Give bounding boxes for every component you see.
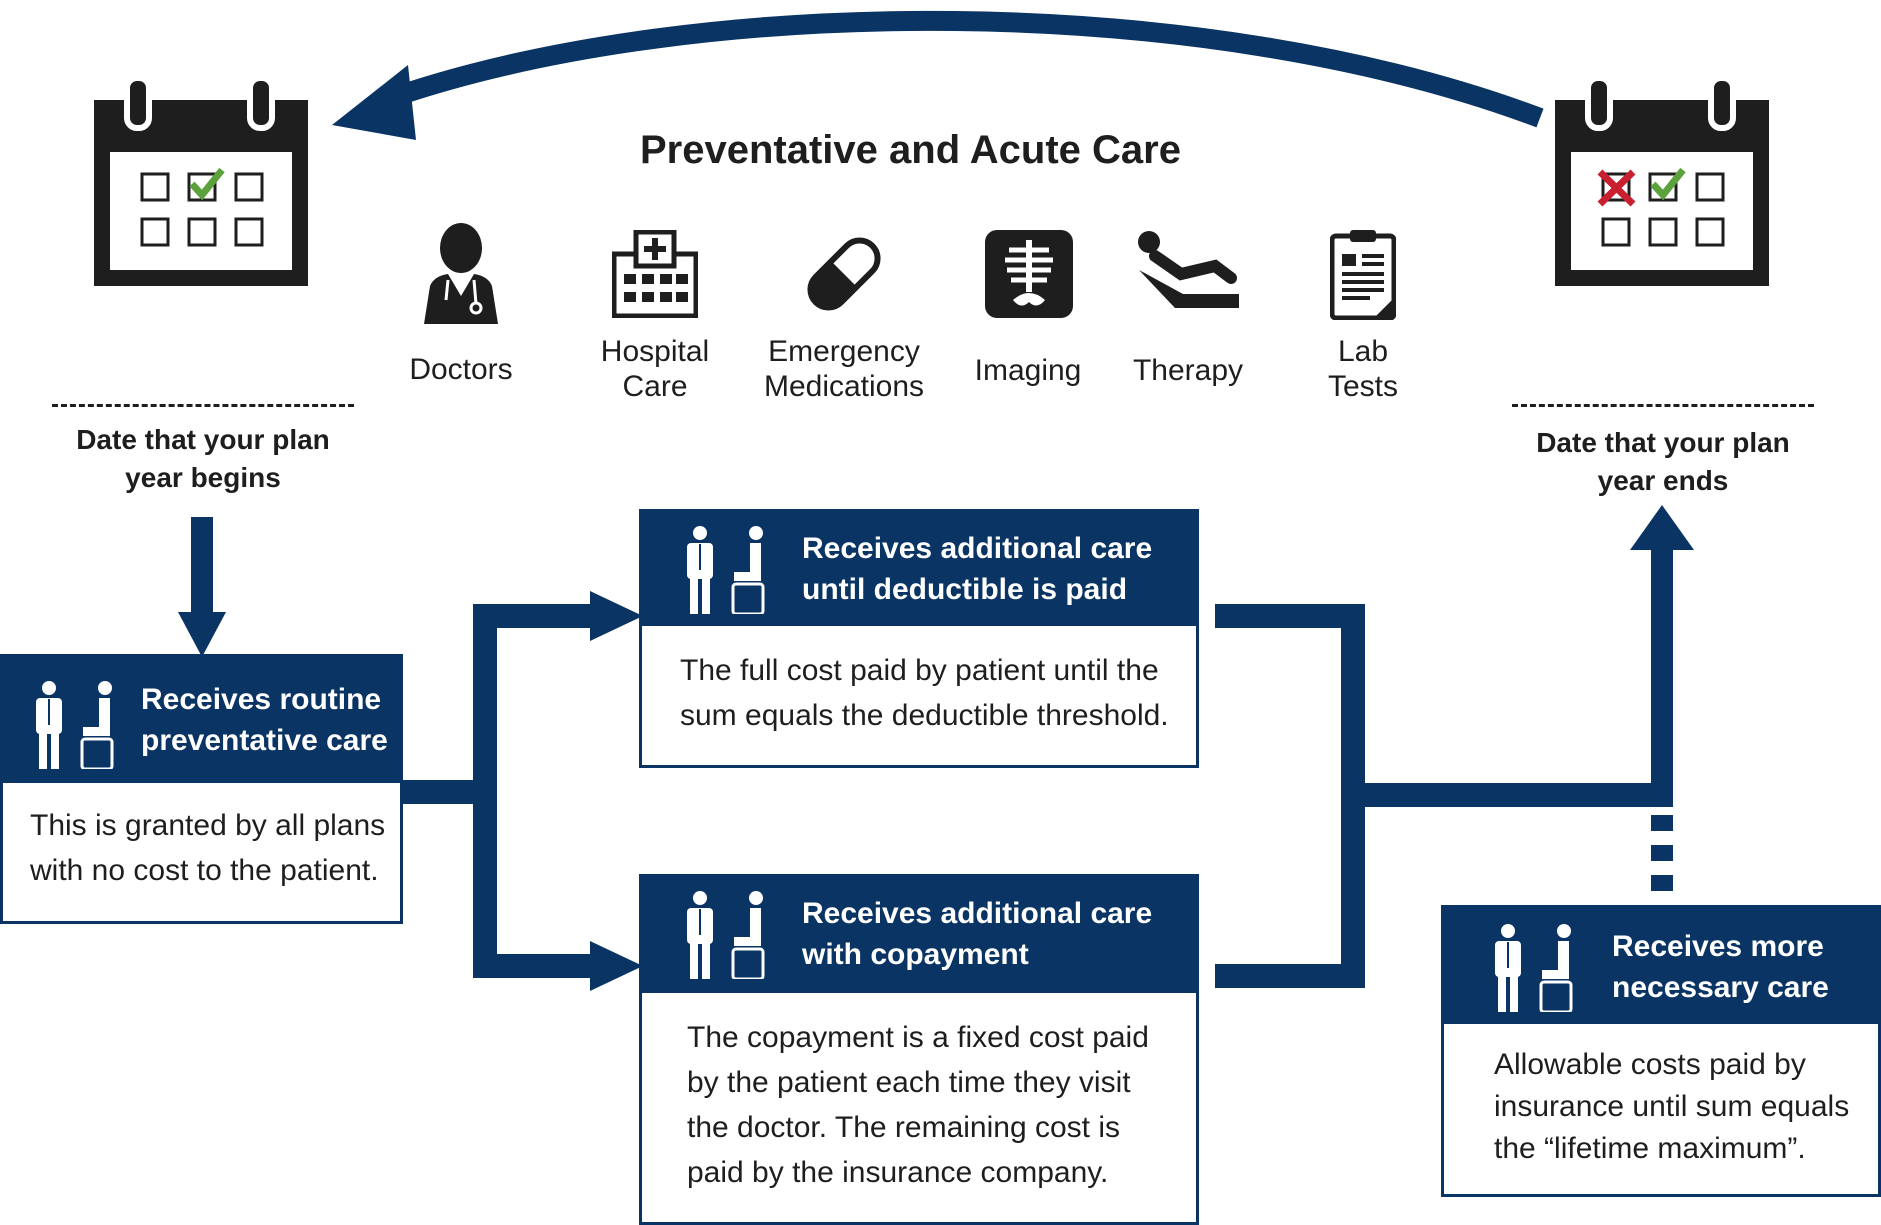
plan-end-label: Date that your plan year ends xyxy=(1536,427,1790,496)
doctor-patient-icon xyxy=(687,526,765,614)
necessary-care-header: Receives more necessary care xyxy=(1444,908,1878,1024)
deductible-care-description: The full cost paid by patient until the … xyxy=(680,654,1169,732)
page-title: Preventative and Acute Care xyxy=(640,128,1181,172)
merge-right-top xyxy=(1215,604,1365,628)
arrow-to-deductible xyxy=(590,591,643,641)
deductible-care-header: Receives additional care until deductibl… xyxy=(642,512,1196,626)
return-arrow-head xyxy=(332,65,416,140)
return-arrow xyxy=(396,10,1544,128)
merge-right-bottom xyxy=(1215,964,1365,988)
routine-care-description: This is granted by all plans with no cos… xyxy=(30,809,386,887)
therapy-icon xyxy=(1138,231,1239,308)
necessary-care-description: Allowable costs paid by insurance until … xyxy=(1494,1048,1850,1165)
service-label-lab-tests: Lab Tests xyxy=(1327,335,1399,403)
xray-icon xyxy=(985,230,1073,318)
routine-care-box: Receives routine preventative care This … xyxy=(0,654,403,924)
service-label-emergency-medications: Emergency Medications xyxy=(763,335,925,403)
copayment-care-header: Receives additional care with copayment xyxy=(642,877,1196,993)
start-down-arrow-head xyxy=(178,612,226,657)
dotted-connector-1 xyxy=(1651,815,1673,831)
plan-start-label: Date that your plan year begins xyxy=(76,424,330,493)
pill-icon xyxy=(807,237,881,311)
deductible-care-heading: Receives additional care until deductibl… xyxy=(802,532,1153,606)
calendar-check-icon xyxy=(94,75,308,286)
plan-end-divider xyxy=(1512,404,1814,407)
service-label-imaging: Imaging xyxy=(974,354,1082,387)
service-label-doctors: Doctors xyxy=(409,353,513,386)
routine-care-header: Receives routine preventative care xyxy=(3,657,400,783)
plan-start-divider xyxy=(52,404,354,407)
start-down-arrow-shaft xyxy=(191,517,213,617)
branch-left-vertical xyxy=(473,604,497,978)
service-label-hospital-care: Hospital Care xyxy=(600,335,710,403)
doctor-icon xyxy=(424,223,498,324)
necessary-care-box: Receives more necessary care Allowable c… xyxy=(1441,905,1881,1197)
copayment-care-box: Receives additional care with copayment … xyxy=(639,874,1199,1225)
dotted-connector-3 xyxy=(1651,875,1673,891)
branch-left-horizontal xyxy=(402,780,484,804)
arrow-to-copayment xyxy=(590,941,643,991)
hospital-icon xyxy=(612,230,698,318)
branch-left-top xyxy=(473,604,593,628)
doctor-patient-icon xyxy=(1495,924,1573,1012)
branch-left-bottom xyxy=(473,954,593,978)
end-up-arrow-shaft xyxy=(1651,545,1673,807)
end-up-arrow-head xyxy=(1630,505,1694,550)
copayment-care-description: The copayment is a fixed cost paid by th… xyxy=(687,1021,1149,1189)
calendar-check-cross-icon xyxy=(1555,75,1769,286)
necessary-care-heading: Receives more necessary care xyxy=(1612,930,1829,1004)
dotted-connector-2 xyxy=(1651,845,1673,861)
doctor-patient-icon xyxy=(687,891,765,979)
clipboard-icon xyxy=(1330,230,1396,320)
service-label-therapy: Therapy xyxy=(1132,354,1244,387)
copayment-care-heading: Receives additional care with copayment xyxy=(802,897,1153,971)
merge-right-horizontal xyxy=(1341,783,1673,807)
doctor-patient-icon xyxy=(36,681,114,769)
deductible-care-box: Receives additional care until deductibl… xyxy=(639,509,1199,768)
routine-care-heading: Receives routine preventative care xyxy=(141,683,388,757)
